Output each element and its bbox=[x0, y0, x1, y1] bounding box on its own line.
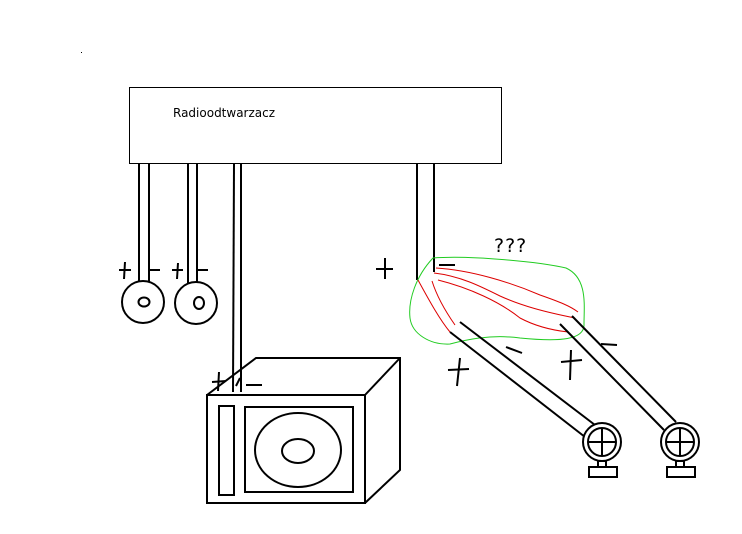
wires-tweeters bbox=[416, 164, 435, 280]
stray-dot bbox=[81, 52, 82, 53]
wires-subwoofer bbox=[232, 163, 242, 393]
wires-speaker-left bbox=[138, 164, 198, 288]
radio-label: Radioodtwarzacz bbox=[173, 106, 275, 120]
junction-wires bbox=[417, 267, 579, 333]
subwoofer-port bbox=[218, 405, 235, 496]
question-marks: ??? bbox=[494, 235, 527, 257]
tweeter-main-signs bbox=[376, 258, 455, 279]
plus-sign-v bbox=[176, 262, 179, 280]
subwoofer bbox=[206, 357, 401, 504]
plus-sign-v bbox=[123, 261, 126, 280]
plus-sign-v bbox=[456, 357, 461, 387]
plus-sign-v bbox=[569, 349, 572, 381]
speaker-ring bbox=[121, 280, 165, 324]
minus-sign bbox=[505, 346, 523, 354]
tweeter-base bbox=[588, 466, 618, 478]
subwoofer-cone bbox=[254, 412, 342, 488]
radio-box bbox=[129, 87, 502, 164]
tweeter-base bbox=[666, 466, 696, 478]
tweeter-right bbox=[660, 422, 700, 478]
speaker-ring bbox=[174, 281, 218, 325]
small-speaker-signs bbox=[119, 261, 208, 280]
plus-sign-v bbox=[217, 371, 220, 392]
uncertain-junction-outline bbox=[409, 256, 585, 345]
wire-hook bbox=[235, 377, 241, 387]
speaker-cone bbox=[137, 296, 151, 308]
tweeter-left bbox=[582, 422, 622, 478]
subwoofer-dust-cap bbox=[281, 438, 315, 464]
radio-unit: Radioodtwarzacz bbox=[129, 87, 502, 164]
subwoofer-signs bbox=[211, 371, 262, 392]
subwoofer-grille bbox=[244, 406, 354, 493]
minus-sign bbox=[600, 343, 618, 346]
tweeter-wires bbox=[449, 315, 677, 438]
small-speaker-right bbox=[174, 281, 218, 325]
subwoofer-edge bbox=[364, 357, 401, 396]
tweeter-signs bbox=[447, 343, 618, 387]
speaker-cone bbox=[193, 296, 205, 310]
small-speaker-left bbox=[121, 280, 165, 324]
